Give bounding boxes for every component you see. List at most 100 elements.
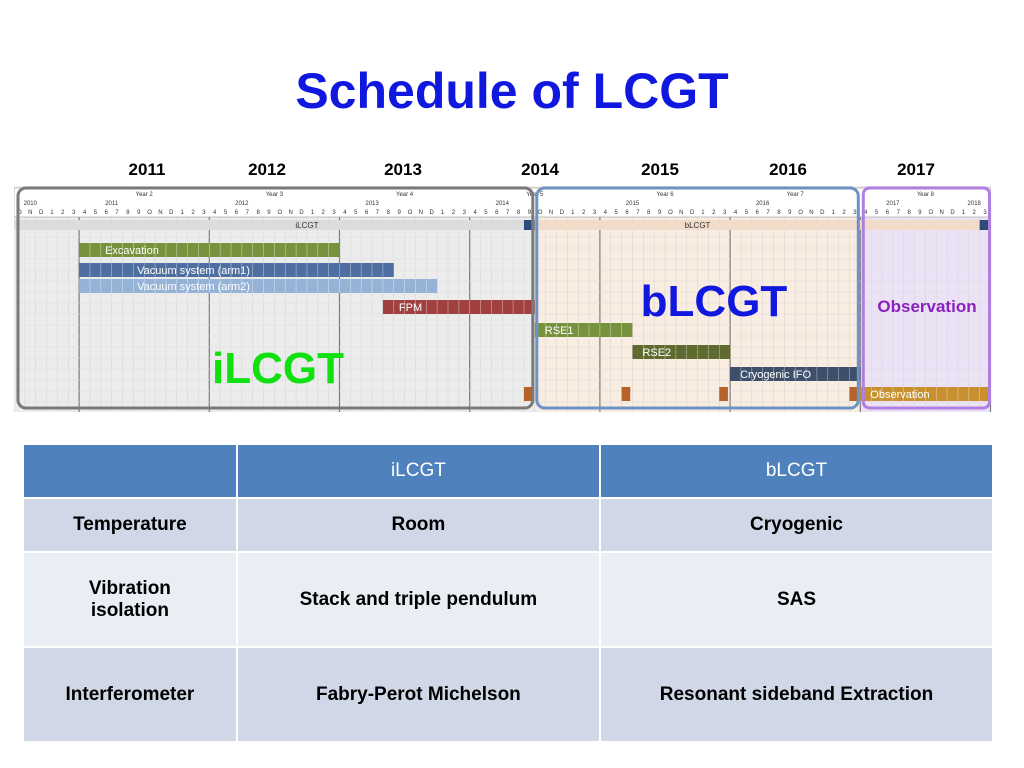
slide-title: Schedule of LCGT (295, 63, 729, 119)
gantt-month-letter: 8 (256, 210, 260, 216)
gantt-month-letter: 2 (452, 210, 456, 216)
gantt-month-letter: N (419, 210, 423, 216)
milestone-marker (849, 387, 859, 401)
gantt-month-letter: 5 (484, 210, 488, 216)
gantt-month-letter: 9 (788, 210, 792, 216)
phase-bar-ilcgt-label: iLCGT (295, 221, 318, 230)
gantt-month-letter: 6 (105, 210, 109, 216)
gantt-month-letter: O (147, 210, 152, 216)
gantt-month-letter: 8 (517, 210, 521, 216)
gantt-month-letter: N (158, 210, 162, 216)
gantt-month-letter: 2 (582, 210, 586, 216)
gantt-month-letter: O (538, 210, 543, 216)
gantt-calendar-year: 2017 (886, 201, 900, 207)
task-label-0: Excavation (105, 245, 159, 257)
gantt-calendar-year: 2010 (24, 201, 38, 207)
ilcgt-big-label: iLCGT (212, 344, 344, 393)
cell-ilcgt-temperature: Room (235, 497, 601, 553)
gantt-month-letter: 4 (343, 210, 347, 216)
gantt-month-letter: 7 (115, 210, 119, 216)
gantt-calendar-year: 2015 (626, 201, 640, 207)
phase-marker (523, 220, 535, 230)
task-bar-5 (632, 345, 731, 359)
ilcgt-frame (16, 186, 535, 410)
milestone-marker (621, 387, 631, 401)
gantt-month-letter: 8 (777, 210, 781, 216)
year-label-2012: 2012 (248, 160, 286, 179)
comparison-table: iLCGT bLCGT Temperature Room Cryogenic V… (22, 443, 995, 743)
gantt-month-letter: 1 (441, 210, 445, 216)
gantt-month-letter: 3 (463, 210, 467, 216)
gantt-month-letter: 2 (712, 210, 716, 216)
gantt-month-letter: 4 (734, 210, 738, 216)
observation-frame (861, 186, 991, 410)
table-header-empty (22, 443, 238, 499)
gantt-month-letter: 5 (745, 210, 749, 216)
gantt-month-letter: 4 (83, 210, 87, 216)
blcgt-big-label: bLCGT (641, 277, 788, 326)
phase-marker (979, 220, 991, 230)
gantt-month-letter: 4 (213, 210, 217, 216)
task-label-3: FPM (399, 302, 422, 314)
gantt-month-letter: 2 (61, 210, 65, 216)
task-label-4: RSE1 (545, 325, 574, 337)
gantt-year-label: Year 5 (526, 192, 544, 198)
task-label-5: RSE2 (642, 347, 671, 359)
gantt-month-letter: O (928, 210, 933, 216)
gantt-month-letter: N (940, 210, 944, 216)
task-bar-1 (79, 263, 394, 277)
gantt-month-letter: 9 (267, 210, 271, 216)
gantt-month-letter: 5 (615, 210, 619, 216)
gantt-calendar-year: 2014 (496, 201, 510, 207)
gantt-month-letter: 4 (604, 210, 608, 216)
gantt-year-label: Year 7 (787, 192, 805, 198)
gantt-month-letter: 6 (756, 210, 760, 216)
gantt-month-letter: 5 (94, 210, 98, 216)
gantt-month-letter: 6 (365, 210, 369, 216)
gantt-month-letter: 9 (918, 210, 922, 216)
task-bar-2 (79, 279, 438, 293)
gantt-month-letter: 3 (593, 210, 597, 216)
gantt-month-letter: 7 (246, 210, 250, 216)
gantt-month-letter: 2 (322, 210, 326, 216)
table-row: Vibration isolation Stack and triple pen… (22, 551, 995, 648)
gantt-month-letter: 8 (647, 210, 651, 216)
gantt-month-letter: D (430, 210, 435, 216)
cell-blcgt-temperature: Cryogenic (598, 497, 995, 553)
milestone-marker (523, 387, 533, 401)
gantt-month-letter: 8 (907, 210, 911, 216)
gantt-month-letter: D (560, 210, 565, 216)
year-label-2016: 2016 (769, 160, 807, 179)
gantt-month-letter: 1 (701, 210, 705, 216)
year-label-2014: 2014 (521, 160, 559, 179)
gantt-month-letter: 9 (398, 210, 402, 216)
gantt-month-letter: 5 (224, 210, 228, 216)
year-label-2013: 2013 (384, 160, 422, 179)
table-row: Interferometer Fabry-Perot Michelson Res… (22, 646, 995, 743)
gantt-month-letter: 9 (528, 210, 532, 216)
cell-blcgt-vibration-isolation: SAS (598, 551, 995, 648)
table-row: Temperature Room Cryogenic (22, 497, 995, 553)
table-header-ilcgt: iLCGT (235, 443, 601, 499)
row-label-interferometer: Interferometer (22, 646, 238, 743)
gantt-month-letter: D (820, 210, 825, 216)
gantt-month-letter: 7 (766, 210, 770, 216)
task-label-6: Cryogenic IFO (740, 369, 811, 381)
gantt-month-letter: 7 (636, 210, 640, 216)
phase-bar-ilcgt (14, 220, 524, 230)
gantt-year-label: Year 3 (266, 192, 284, 198)
row-label-temperature: Temperature (22, 497, 238, 553)
gantt-month-letter: N (549, 210, 553, 216)
gantt-month-letter: 4 (473, 210, 477, 216)
gantt-month-letter: O (17, 210, 22, 216)
year-label-2011: 2011 (128, 160, 166, 179)
gantt-month-letter: D (299, 210, 304, 216)
gantt-calendar-year: 2016 (756, 201, 770, 207)
gantt-month-letter: 7 (897, 210, 901, 216)
gantt-month-letter: 6 (235, 210, 239, 216)
task-label-2: Vacuum system (arm2) (137, 281, 250, 293)
gantt-month-letter: 8 (126, 210, 130, 216)
cell-blcgt-interferometer: Resonant sideband Extraction (598, 646, 995, 743)
gantt-month-letter: 6 (495, 210, 499, 216)
